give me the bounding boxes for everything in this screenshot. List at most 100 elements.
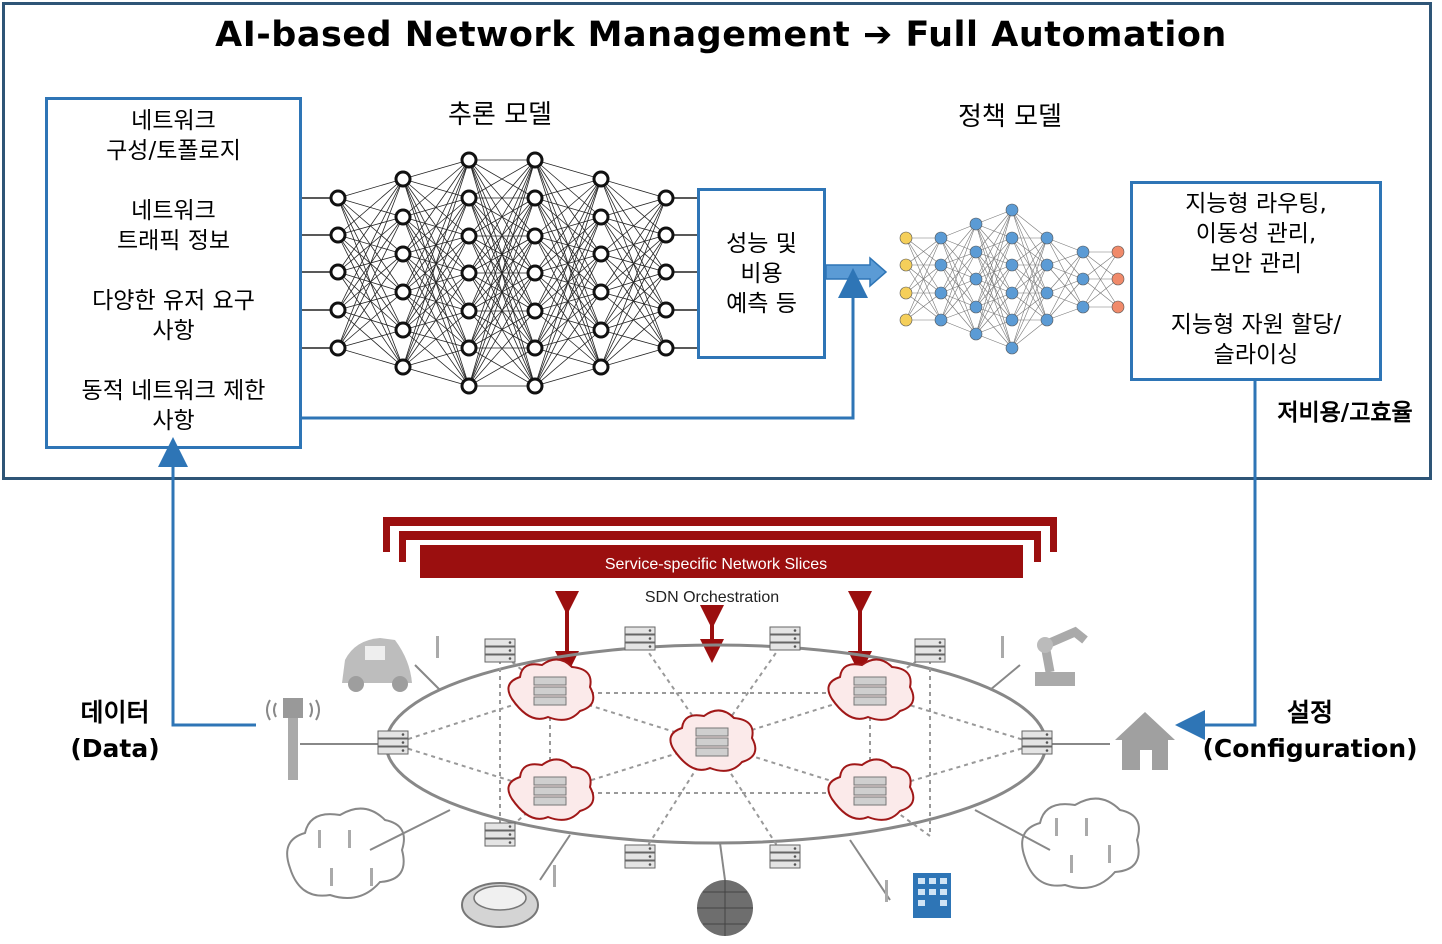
nn-node [526, 151, 544, 169]
data-feedback-arrow [158, 437, 256, 727]
switch-node-icon [769, 844, 801, 869]
nn-node [460, 264, 478, 282]
switch-node-icon [624, 844, 656, 869]
policy-nn-node [1040, 258, 1054, 272]
robot-arm-icon [1035, 626, 1088, 686]
nn-node [329, 226, 347, 244]
cloud-datacenter-icon [507, 658, 595, 721]
nn-node [657, 263, 675, 281]
cloud-datacenter-icon [827, 758, 915, 821]
nn-node [460, 302, 478, 320]
switch-nodes [377, 626, 1053, 869]
nn-node [526, 339, 544, 357]
nn-node [592, 358, 610, 376]
policy-nn-node [1076, 272, 1090, 286]
input-item: 다양한 유저 요구 사항 [92, 288, 255, 344]
policy-model-label: 정책 모델 [958, 102, 1062, 132]
diagram-title: AI-based Network Management ➔ Full Autom… [215, 15, 1227, 55]
policy-nn-node [934, 313, 948, 327]
inference-neural-network [329, 151, 675, 395]
nn-node [394, 321, 412, 339]
nn-node [394, 170, 412, 188]
nn-node [329, 339, 347, 357]
policy-nn-node [1111, 245, 1125, 259]
cell-tower-icons [318, 636, 1111, 902]
policy-nn-node [1076, 300, 1090, 314]
nn-node [329, 301, 347, 319]
nn-node [526, 302, 544, 320]
policy-nn-node [1076, 245, 1090, 259]
nn-node [526, 189, 544, 207]
ai-management-frame [2, 2, 1432, 480]
policy-nn-node [899, 286, 913, 300]
switch-node-icon [484, 822, 516, 847]
data-label: 데이터 (Data) [70, 698, 160, 763]
nn-node [657, 339, 675, 357]
input-item: 동적 네트워크 제한 사항 [81, 378, 266, 434]
switch-node-icon [914, 638, 946, 663]
nn-node [526, 377, 544, 395]
stadium-icon [461, 882, 539, 928]
switch-node-icon [484, 638, 516, 663]
configuration-arrow [1175, 381, 1257, 740]
policy-nn-node [1005, 231, 1019, 245]
policy-nn-node [1040, 231, 1054, 245]
nn-node [460, 189, 478, 207]
nn-node [329, 263, 347, 281]
cloud-datacenter-icon [827, 658, 915, 721]
output-box: 지능형 라우팅, 이동성 관리, 보안 관리 지능형 자원 할당/ 슬라이싱 [1130, 181, 1382, 381]
policy-nn-node [969, 300, 983, 314]
building-icon [913, 873, 951, 918]
nn-node [526, 227, 544, 245]
edge-cloud-icons [286, 797, 1140, 899]
policy-nn-node [969, 272, 983, 286]
nn-node [460, 151, 478, 169]
output-item: 지능형 라우팅, 이동성 관리, 보안 관리 [1185, 191, 1327, 277]
policy-nn-node [1040, 313, 1054, 327]
nn-node [592, 208, 610, 226]
inference-nn-edges [302, 159, 697, 387]
nn-node [329, 189, 347, 207]
policy-nn-node [934, 231, 948, 245]
output-item: 지능형 자원 할당/ 슬라이싱 [1170, 312, 1342, 368]
prediction-box: 성능 및 비용 예측 등 [697, 188, 826, 359]
switch-node-icon [1021, 730, 1053, 755]
nn-node [592, 321, 610, 339]
policy-nn-node [934, 258, 948, 272]
policy-nn-node [1111, 300, 1125, 314]
cloud-datacenter-icon [507, 758, 595, 821]
home-icon [1115, 712, 1175, 770]
nn-node [657, 189, 675, 207]
input-item: 네트워크 구성/토폴로지 [106, 108, 241, 164]
input-item: 네트워크 트래픽 정보 [116, 198, 231, 254]
policy-nn-node [1005, 286, 1019, 300]
cloud-datacenter-icon [669, 709, 757, 772]
nn-node [526, 264, 544, 282]
sdn-orchestration-label: SDN Orchestration [645, 589, 779, 606]
switch-node-icon [769, 626, 801, 651]
policy-nn-node [1005, 203, 1019, 217]
nn-node [592, 245, 610, 263]
policy-nn-node [899, 258, 913, 272]
policy-nn-node [969, 327, 983, 341]
car-icon [342, 638, 412, 692]
switch-node-icon [377, 730, 409, 755]
nn-node [460, 227, 478, 245]
network-slices-banner [383, 517, 1057, 578]
inference-model-label: 추론 모델 [448, 100, 552, 130]
configuration-label: 설정 (Configuration) [1202, 698, 1418, 763]
nn-node [657, 226, 675, 244]
policy-nn-node [1005, 258, 1019, 272]
prediction-label: 성능 및 비용 예측 등 [726, 231, 797, 317]
cloud-datacenters [507, 658, 915, 821]
nn-node [394, 358, 412, 376]
nn-node [657, 301, 675, 319]
input-info-box: 네트워크 구성/토폴로지 네트워크 트래픽 정보 다양한 유저 요구 사항 동적… [45, 97, 302, 449]
nn-node [592, 170, 610, 188]
antenna-tower-icon [266, 698, 320, 780]
policy-nn-node [899, 231, 913, 245]
slices-label: Service-specific Network Slices [605, 556, 827, 573]
globe-icon [697, 880, 753, 936]
policy-nn-node [899, 313, 913, 327]
